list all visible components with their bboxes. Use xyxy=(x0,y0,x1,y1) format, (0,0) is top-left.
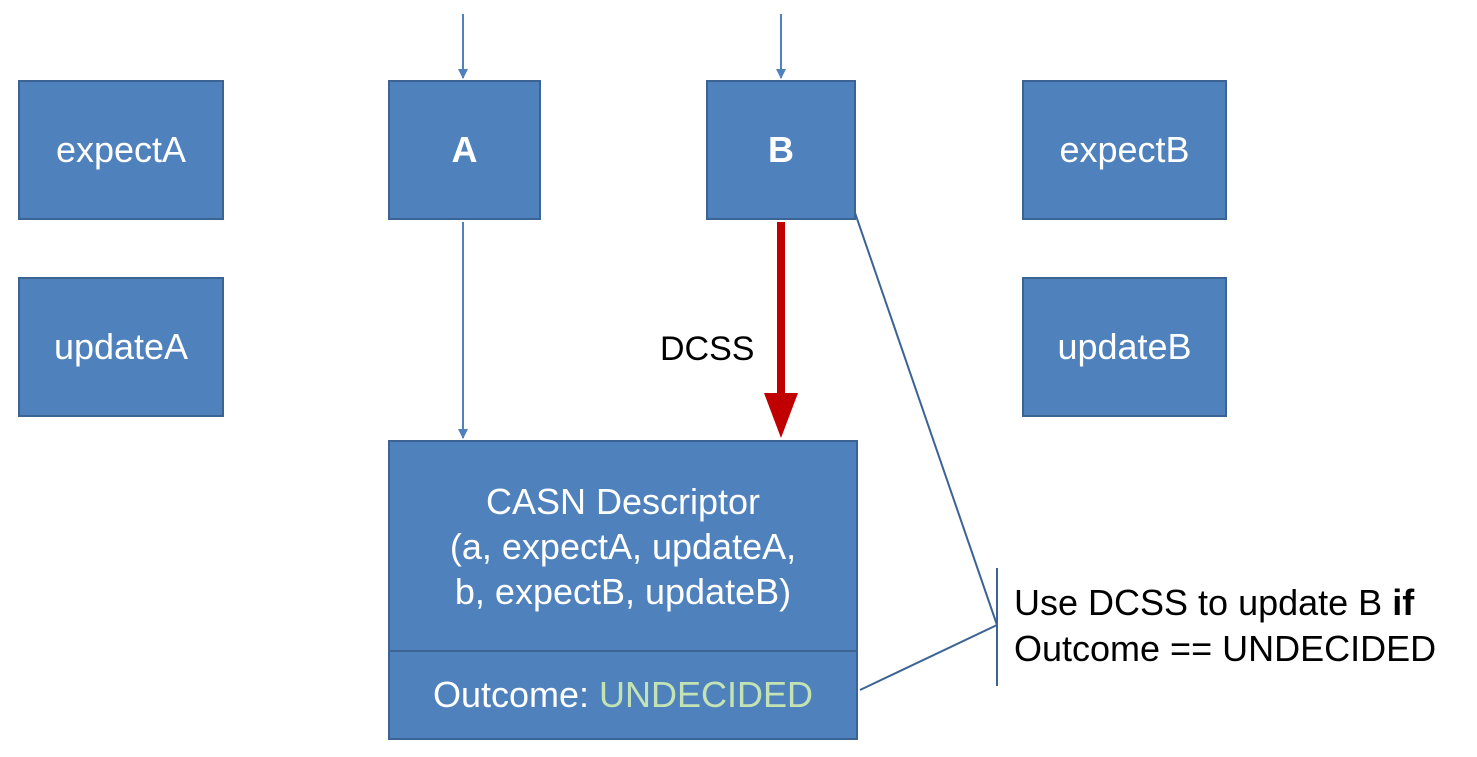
expectB-label: expectB xyxy=(1059,129,1190,170)
callout-note-line1-text: Use DCSS to update B xyxy=(1014,582,1393,623)
updateB-box: updateB xyxy=(1022,277,1227,417)
A-box: A xyxy=(388,80,541,220)
casn-outcome-row: Outcome: UNDECIDED xyxy=(390,652,856,738)
casn-descriptor-title: CASN Descriptor xyxy=(485,480,761,522)
callout-note: Use DCSS to update B if Outcome == UNDEC… xyxy=(1014,580,1436,672)
callout-line-from-outcome xyxy=(859,624,998,691)
callout-note-line2: Outcome == UNDECIDED xyxy=(1014,628,1437,669)
callout-line-from-B xyxy=(852,206,998,626)
callout-note-if: if xyxy=(1392,582,1415,623)
expectA-label: expectA xyxy=(55,129,187,170)
updateA-box: updateA xyxy=(18,277,224,417)
outcome-value: UNDECIDED xyxy=(599,674,814,715)
A-label: A xyxy=(451,129,478,170)
expectB-box: expectB xyxy=(1022,80,1227,220)
expectA-box: expectA xyxy=(18,80,224,220)
B-box: B xyxy=(706,80,856,220)
casn-descriptor-header: CASN Descriptor (a, expectA, updateA, b,… xyxy=(390,442,856,650)
callout-note-line1: Use DCSS to update B if xyxy=(1014,580,1436,626)
outcome-label: Outcome: xyxy=(432,674,590,715)
casn-descriptor-params-line2: b, expectB, updateB) xyxy=(454,570,792,612)
updateA-label: updateA xyxy=(53,326,189,367)
dcss-arrow-head xyxy=(764,393,798,438)
dcss-arrow-label: DCSS xyxy=(660,330,755,368)
casn-descriptor-params-line1: (a, expectA, updateA, xyxy=(449,525,797,567)
updateB-label: updateB xyxy=(1057,326,1192,367)
B-label: B xyxy=(768,129,794,170)
casn-descriptor-divider xyxy=(390,650,856,652)
casn-descriptor-box: CASN Descriptor (a, expectA, updateA, b,… xyxy=(388,440,858,740)
